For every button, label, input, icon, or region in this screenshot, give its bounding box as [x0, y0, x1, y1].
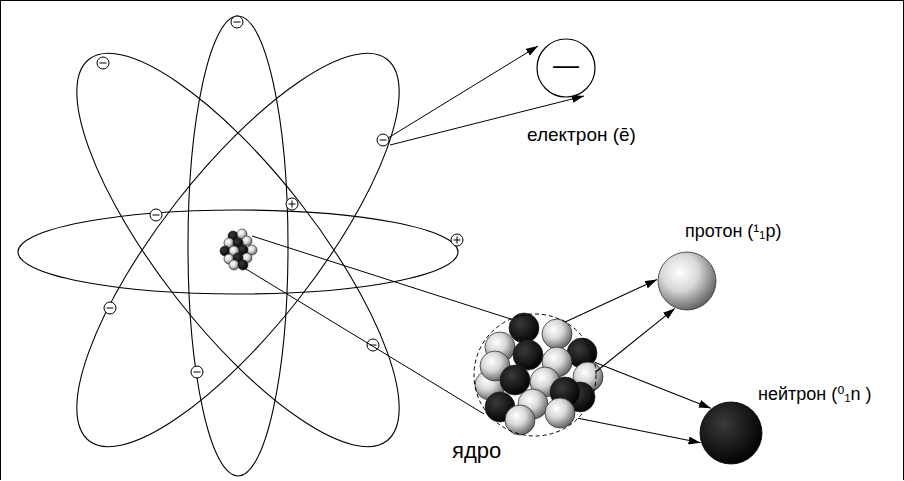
nucleus-outline-shape: [474, 314, 596, 436]
nucleus-outline: ядро: [473, 313, 597, 437]
electron-symbol: [150, 209, 162, 221]
leader-lines: [241, 46, 584, 414]
orbit-particles: [97, 16, 463, 378]
electron-circle: —електрон (ē): [536, 38, 596, 98]
small-nucleus: [220, 229, 257, 270]
arrow-connector: [578, 362, 711, 443]
neutron-sphere-shape: [699, 401, 763, 465]
electron-circle-shape: [537, 39, 595, 97]
neutron-sphere-shape: [700, 402, 762, 464]
proton-sphere-shape: [658, 252, 716, 310]
electron-symbol: [231, 16, 243, 28]
electron-symbol: [377, 134, 389, 146]
electron-symbol: [97, 57, 109, 69]
nucleus-label: ядро: [452, 438, 501, 464]
electron-symbol: [104, 302, 116, 314]
orbit: [188, 16, 288, 476]
arrow-line: [595, 362, 711, 408]
arrow-line: [578, 418, 701, 443]
leader-line: [241, 266, 484, 414]
nucleus-outline-shape: [473, 313, 597, 437]
leader-line: [252, 236, 520, 322]
particle-label: нейтрон (⁰₁n ): [758, 384, 872, 406]
proton-sphere-shape: [657, 251, 717, 311]
neutron-sphere: нейтрон (⁰₁n ): [699, 401, 763, 465]
arrow-connector: [565, 280, 675, 372]
leader-arrow: [388, 46, 538, 138]
arrow-line: [565, 280, 657, 322]
arrow-line: [596, 308, 675, 371]
particle-label: протон (¹₁p): [685, 221, 781, 243]
electron-symbol: [191, 366, 203, 378]
positive-symbol: [451, 234, 463, 246]
charge-sign: —: [553, 50, 579, 81]
orbit: [28, 11, 449, 481]
positive-symbol: [286, 198, 298, 210]
orbit: [28, 11, 449, 481]
orbits: [18, 11, 458, 481]
particle-label: електрон (ē): [527, 124, 636, 147]
large-nucleus-particles: [475, 313, 603, 435]
proton-sphere: протон (¹₁p): [657, 251, 717, 311]
